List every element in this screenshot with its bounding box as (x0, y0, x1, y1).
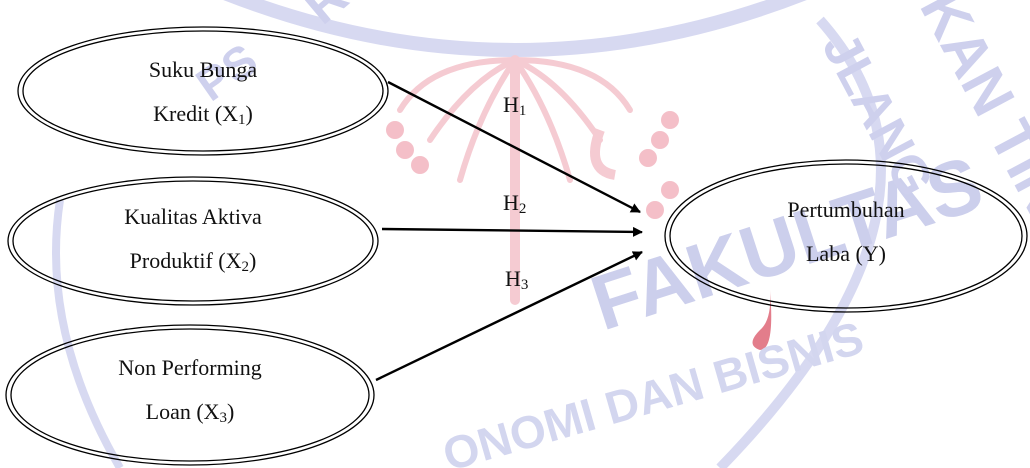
node-x2-line1: Kualitas Aktiva (124, 204, 262, 229)
node-y-line1: Pertumbuhan (787, 197, 905, 222)
watermark-flourish (386, 111, 679, 219)
node-x3-shape (5, 324, 375, 466)
node-x2-line2: Produktif (X2) (129, 248, 257, 275)
node-x1-line1: Suku Bunga (148, 57, 258, 82)
node-x1-shape (17, 26, 389, 156)
node-y-shape (664, 159, 1028, 313)
watermark-red-drop (752, 290, 772, 350)
node-x1-label: Suku Bunga Kredit (X1) (83, 48, 323, 136)
watermark-arc (223, 0, 807, 57)
arrow-h3 (375, 250, 643, 382)
hypothesis-h2-label: H2 (503, 190, 527, 217)
watermark-text-bottom-small: ONOMI DAN BISNIS (437, 311, 869, 468)
watermark-right-curve (716, 16, 886, 468)
watermark-left-curve (52, 199, 124, 468)
arrow-h1 (387, 80, 641, 214)
node-x2-label: Kualitas Aktiva Produktif (X2) (73, 195, 313, 283)
node-x3-line1: Non Performing (118, 355, 262, 380)
node-x3-line2: Loan (X3) (145, 399, 235, 426)
node-x3-label: Non Performing Loan (X3) (70, 346, 310, 434)
arrow-h2 (381, 226, 643, 237)
hypothesis-h3-label: H3 (505, 266, 529, 293)
palm-tree-icon (397, 55, 633, 305)
node-y-line2: Laba (Y) (805, 241, 886, 266)
node-x2-shape (7, 176, 379, 306)
node-x1-line2: Kredit (X1) (153, 101, 253, 128)
node-y-label: Pertumbuhan Laba (Y) (726, 188, 966, 276)
watermark-curl (590, 128, 617, 180)
hypothesis-h1-label: H1 (503, 92, 527, 119)
